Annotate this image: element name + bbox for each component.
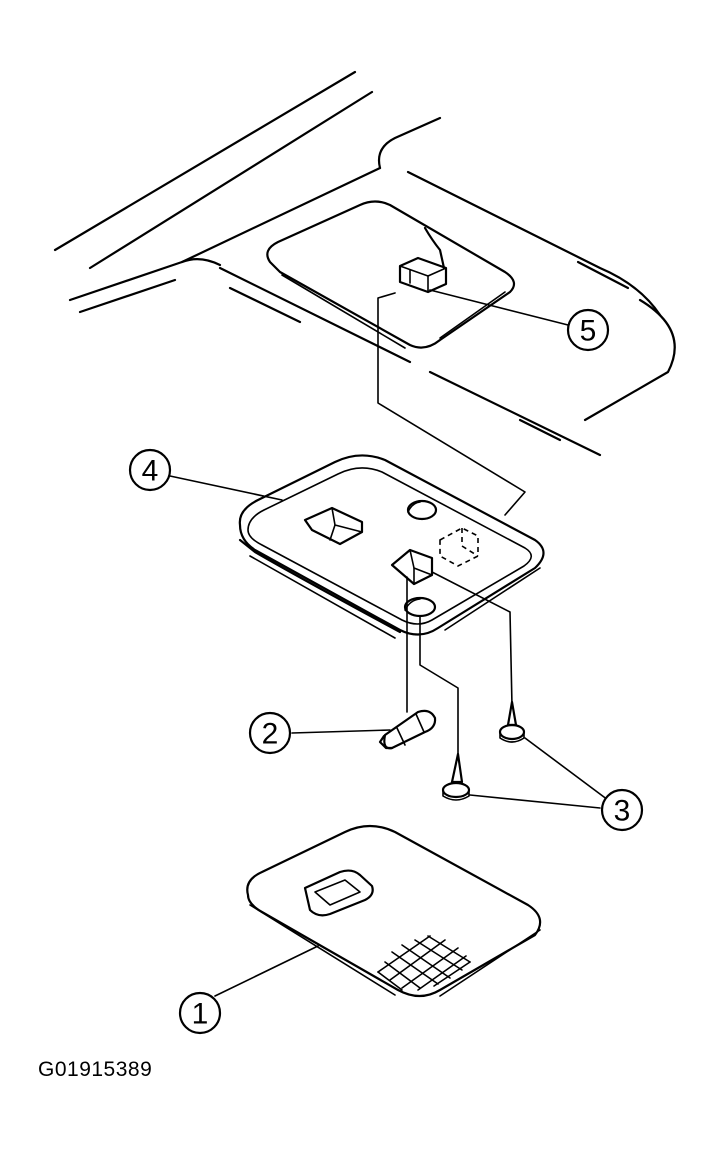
figure-code: G01915389 bbox=[38, 1058, 153, 1081]
assembly-line-screw-left bbox=[419, 615, 459, 759]
callout-2-label: 2 bbox=[262, 718, 279, 751]
callout-4-label: 4 bbox=[142, 455, 159, 488]
callout-5: 5 bbox=[566, 308, 610, 352]
assembly-line-connector bbox=[377, 292, 526, 516]
lamp-housing bbox=[238, 454, 545, 639]
callout-3-label: 3 bbox=[614, 795, 631, 828]
callout-5-label: 5 bbox=[580, 315, 597, 348]
leader-line-2 bbox=[291, 729, 391, 734]
bulb bbox=[378, 709, 437, 750]
leader-line-4 bbox=[169, 475, 283, 501]
leader-line-5 bbox=[429, 289, 569, 326]
headliner-panel bbox=[53, 70, 676, 457]
leader-line-1 bbox=[214, 945, 319, 997]
roof-opening bbox=[266, 200, 516, 349]
callout-2: 2 bbox=[248, 711, 292, 755]
callout-3: 3 bbox=[600, 788, 644, 832]
leader-line-3b bbox=[524, 737, 609, 801]
callout-1: 1 bbox=[178, 991, 222, 1035]
callout-1-label: 1 bbox=[192, 998, 209, 1031]
assembly-line-screw-right bbox=[431, 571, 513, 707]
lens-cover bbox=[246, 824, 542, 998]
wiring-connector bbox=[398, 226, 448, 294]
screw-left bbox=[441, 752, 471, 801]
screw-right bbox=[498, 700, 526, 743]
callout-4: 4 bbox=[128, 448, 172, 492]
leader-line-3a bbox=[469, 794, 601, 809]
